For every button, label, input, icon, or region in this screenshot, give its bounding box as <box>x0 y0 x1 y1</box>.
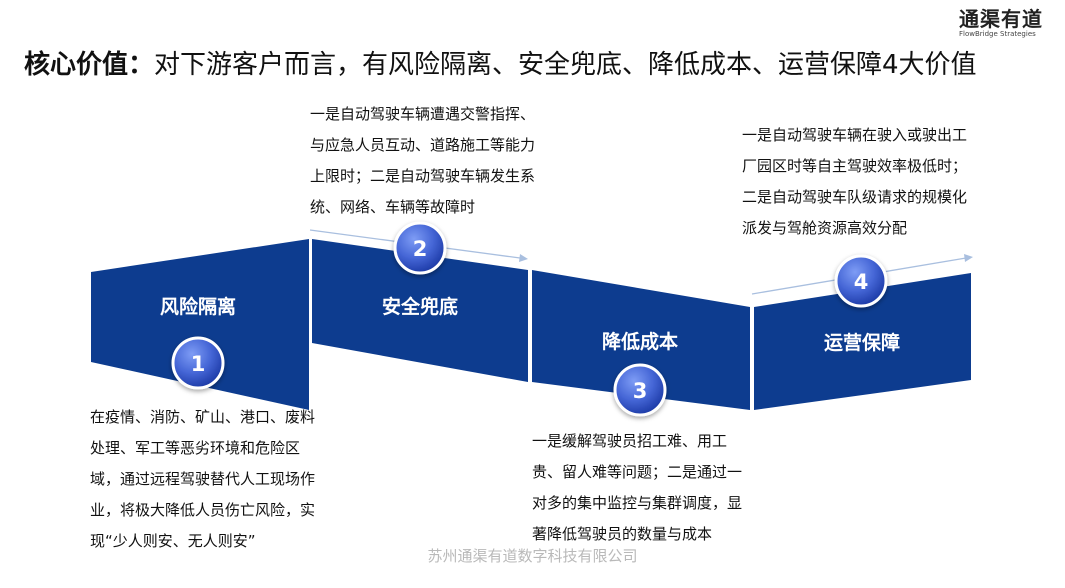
number-circle-2: 2 <box>393 221 447 275</box>
logo-name: 通渠有道 <box>959 7 1043 31</box>
title-rest: 对下游客户而言，有风险隔离、安全兜底、降低成本、运营保障4大价值 <box>154 50 977 80</box>
logo-subtitle: FlowBridge Strategies <box>959 30 1036 38</box>
company-logo: 通渠有道 FlowBridge Strategies <box>959 8 1043 39</box>
desc-3: 一是缓解驾驶员招工难、用工贵、留人难等问题；二是通过一对多的集中监控与集群调度，… <box>532 432 743 543</box>
svg-text:2: 2 <box>413 237 428 261</box>
number-circle-4: 4 <box>834 254 888 308</box>
company-footer: 苏州通渠有道数字科技有限公司 <box>427 547 638 565</box>
number-circle-3: 3 <box>613 363 667 417</box>
title-bold: 核心价值： <box>24 50 155 80</box>
desc-2: 一是自动驾驶车辆遭遇交警指挥、与应急人员互动、道路施工等能力上限时；二是自动驾驶… <box>310 105 536 216</box>
panel-4 <box>754 273 971 410</box>
page-title: 核心价值：对下游客户而言，有风险隔离、安全兜底、降低成本、运营保障4大价值 <box>24 44 977 81</box>
panel-3 <box>532 270 750 410</box>
number-circle-1: 1 <box>171 336 225 390</box>
desc-1: 在疫情、消防、矿山、港口、废料处理、军工等恶劣环境和危险区域，通过远程驾驶替代人… <box>90 408 316 550</box>
desc-4: 一是自动驾驶车辆在驶入或驶出工厂园区时等自主驾驶效率极低时；二是自动驾驶车队级请… <box>742 126 968 237</box>
svg-text:1: 1 <box>191 352 206 376</box>
label-2: 安全兜底 <box>382 295 458 318</box>
label-4: 运营保障 <box>824 331 900 354</box>
panel-1 <box>91 239 309 410</box>
svg-text:3: 3 <box>633 379 648 403</box>
label-3: 降低成本 <box>602 330 678 353</box>
svg-text:4: 4 <box>854 270 869 294</box>
panel-2 <box>312 239 528 382</box>
label-1: 风险隔离 <box>160 295 236 318</box>
